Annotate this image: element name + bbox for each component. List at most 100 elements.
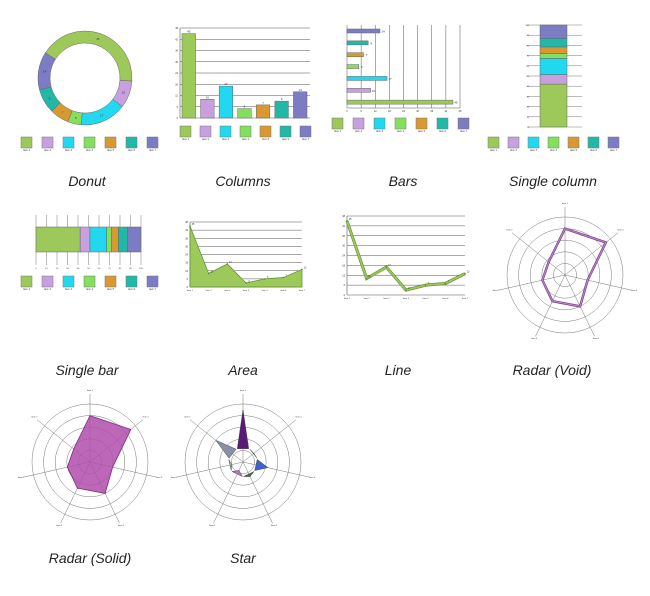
title-line[interactable]: Line <box>384 362 412 378</box>
bar-data-label: 5 <box>361 65 363 69</box>
stack-segment <box>539 58 568 75</box>
y-tick-label: 12 <box>185 270 188 273</box>
y-tick-label: 0 <box>344 294 346 297</box>
y-tick-label: 48 <box>175 27 178 30</box>
legend-swatch <box>299 125 312 138</box>
area-point <box>189 225 191 227</box>
x-tick-label: 18 <box>388 110 391 113</box>
y-tick-label: 100 <box>525 25 529 27</box>
radar-spoke <box>564 274 632 291</box>
area-point <box>282 276 285 279</box>
legend-label: Item 6 <box>128 149 136 152</box>
y-tick-label: 36 <box>185 237 188 240</box>
horizontal-bar <box>346 99 454 105</box>
stack-segment <box>79 226 91 253</box>
area-point <box>226 263 229 265</box>
stack-segment <box>539 53 568 59</box>
title-donut[interactable]: Donut <box>68 173 106 189</box>
legend-swatch <box>20 136 33 149</box>
legend-label: Item 6 <box>439 130 447 133</box>
horizontal-bar <box>346 40 369 46</box>
title-radar-void[interactable]: Radar (Void) <box>512 362 592 378</box>
title-star[interactable]: Star <box>230 550 256 566</box>
legend-swatch <box>219 125 232 138</box>
horizontal-bar <box>346 64 360 69</box>
legend-label: Item 2 <box>44 288 52 291</box>
legend-swatch <box>104 136 117 149</box>
area-data-label: 7 <box>286 275 288 278</box>
star-point <box>254 458 269 471</box>
legend-swatch <box>41 136 54 149</box>
radar-axis-label: Item 1 <box>87 389 94 392</box>
radar-axis-label: Item 1 <box>240 389 247 392</box>
x-tick-label: Item 4 <box>403 297 410 300</box>
x-tick-label: 24 <box>402 110 405 113</box>
bar-data-label: 9 <box>370 41 372 45</box>
legend-label: Item 3 <box>65 288 73 291</box>
title-single-column[interactable]: Single column <box>509 173 597 189</box>
legend-label: Item 4 <box>550 149 558 152</box>
legend-label: Item 5 <box>570 149 578 152</box>
line-data-label: 3 <box>408 287 410 290</box>
bar-data-label: 7 <box>366 53 368 57</box>
legend-label: Item 4 <box>86 288 94 291</box>
legend-label: Item 5 <box>107 149 115 152</box>
y-tick-label: 6 <box>187 278 189 281</box>
radar-axis-label: Item 4 <box>271 524 278 527</box>
y-tick-label: 30 <box>185 245 188 248</box>
line-data-label: 17 <box>388 264 391 267</box>
area-data-label: 45 <box>192 223 195 226</box>
title-bars[interactable]: Bars <box>388 173 418 189</box>
legend-label: Item 3 <box>530 149 538 152</box>
x-tick-label: 0 <box>346 110 348 113</box>
donut-data-label: 14 <box>43 70 47 74</box>
title-single-bar[interactable]: Single bar <box>55 362 119 378</box>
line-data-label: 10 <box>368 276 371 279</box>
area-data-label: 17 <box>229 261 232 264</box>
y-tick-label: 40 <box>527 86 530 88</box>
column-data-label: 9 <box>281 97 283 101</box>
radar-axis-label: Item 3 <box>156 476 163 479</box>
stack-segment <box>539 38 568 48</box>
title-area[interactable]: Area <box>228 362 258 378</box>
x-tick-label: 80 <box>119 268 122 270</box>
bar-data-label: 14 <box>381 30 385 34</box>
x-tick-label: Item 6 <box>442 297 449 300</box>
legend-swatch <box>352 117 365 130</box>
radar-axis-label: Item 5 <box>531 337 538 340</box>
y-tick-label: 48 <box>185 221 188 224</box>
legend-swatch <box>146 275 159 288</box>
legend-label: Item 2 <box>44 149 52 152</box>
line-point <box>444 282 447 285</box>
star-point <box>215 439 237 459</box>
star-point <box>237 409 249 449</box>
y-tick-label: 0 <box>187 286 189 289</box>
donut-data-label: 17 <box>100 113 104 117</box>
x-tick-label: Item 6 <box>280 289 287 292</box>
stack-segment <box>539 46 568 54</box>
y-tick-label: 30 <box>527 96 530 98</box>
radar-spoke <box>242 419 297 463</box>
x-tick-label: 100 <box>139 268 143 270</box>
title-columns[interactable]: Columns <box>215 173 271 189</box>
y-tick-label: 42 <box>175 38 178 41</box>
y-tick-label: 24 <box>185 254 188 257</box>
legend-swatch <box>487 136 500 149</box>
donut-data-label: 9 <box>49 96 51 100</box>
x-tick-label: 60 <box>98 268 101 270</box>
radar-axis-label: Item 3 <box>631 289 638 292</box>
y-tick-label: 30 <box>175 61 178 64</box>
title-radar-solid[interactable]: Radar (Solid) <box>48 550 132 566</box>
stack-segment <box>111 226 119 253</box>
legend-swatch <box>179 125 192 138</box>
area-fill <box>189 225 303 288</box>
legend-swatch <box>146 136 159 149</box>
legend-swatch <box>62 275 75 288</box>
stack-segment <box>106 226 112 253</box>
area-point <box>245 282 247 284</box>
horizontal-bar <box>346 52 364 57</box>
legend-label: Item 4 <box>86 149 94 152</box>
legend-swatch <box>394 117 407 130</box>
stack-segment <box>89 226 107 253</box>
